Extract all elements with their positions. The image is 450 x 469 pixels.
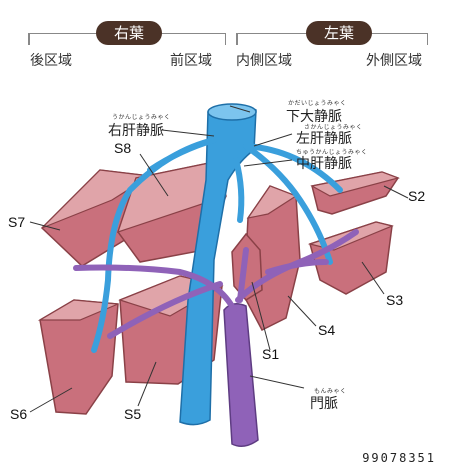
left-hepatic-label: 左肝静脈	[296, 131, 352, 147]
posterior-section-label: 後区域	[30, 53, 72, 69]
right-hepatic-ruby: うかんじょうみゃく	[112, 114, 171, 121]
middle-hepatic-label: 中肝静脈	[296, 156, 352, 172]
s6-label: S6	[10, 406, 28, 422]
ivc-ruby: かだいじょうみゃく	[288, 100, 347, 107]
hepatic-veins	[91, 137, 343, 353]
s4-label: S4	[318, 322, 336, 338]
s2-label: S2	[408, 188, 426, 204]
anterior-section-label: 前区域	[170, 53, 212, 69]
middle-hepatic-ruby: ちゅうかんじょうみゃく	[296, 149, 368, 156]
portal-label: 門脈	[310, 396, 338, 412]
lateral-section-label: 外側区域	[366, 53, 422, 69]
leader-lines	[29, 105, 409, 413]
s3-label: S3	[386, 292, 404, 308]
right-hepatic-label: 右肝静脈	[108, 123, 164, 139]
ivc-label: 下大静脈	[286, 109, 342, 125]
s8-label: S8	[114, 140, 132, 156]
left-lobe-label: 左葉	[306, 21, 372, 45]
segment-s6	[37, 299, 119, 415]
portal-ruby: もんみゃく	[314, 388, 347, 395]
medial-section-label: 内側区域	[236, 53, 292, 69]
right-lobe-label: 右葉	[96, 21, 162, 45]
stock-id: 99078351	[362, 451, 436, 465]
s5-label: S5	[124, 406, 142, 422]
segment-s4	[243, 185, 301, 331]
left-hepatic-ruby: さかんじょうみゃく	[304, 124, 363, 131]
portal-vein	[73, 229, 359, 447]
s1-label: S1	[262, 346, 280, 362]
s7-label: S7	[8, 214, 26, 230]
inferior-vena-cava	[179, 103, 257, 426]
